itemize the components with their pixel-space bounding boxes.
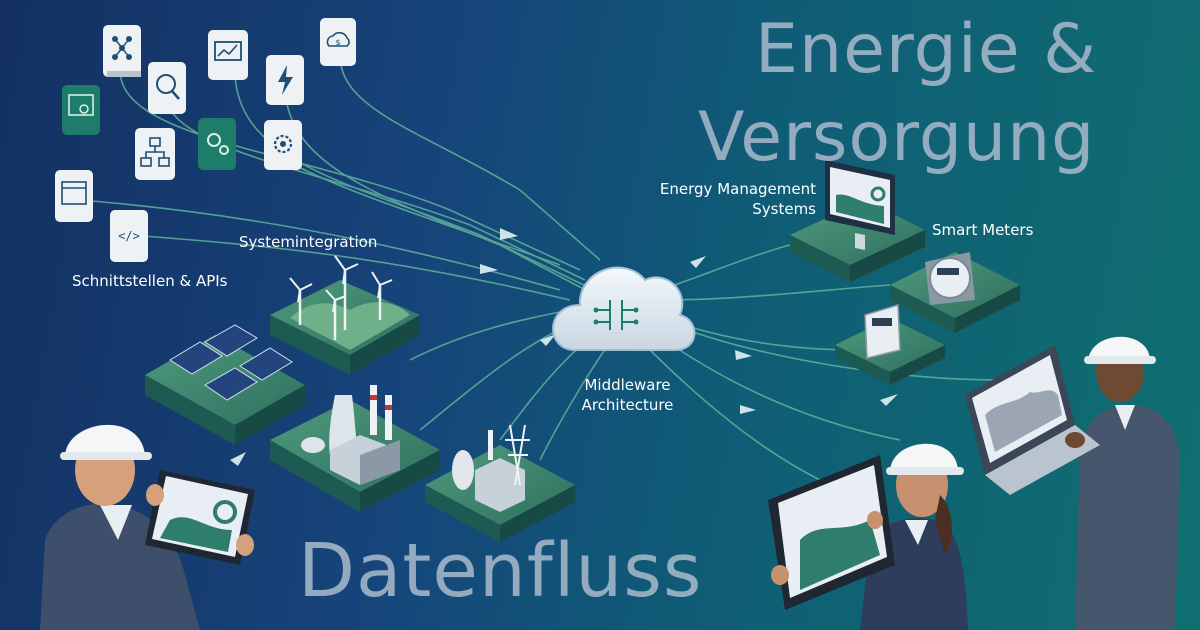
analytics-search-icon [148,62,186,114]
gear-icon [264,120,302,170]
monitor-chart-icon [208,30,248,80]
label-middleware-line2: Architecture [581,396,674,414]
hierarchy-icon [135,128,175,180]
gears-icon [198,118,236,170]
footer-title: Datenfluss [298,528,703,614]
label-ems-line1: Energy Management [659,180,816,198]
lightning-icon [266,55,304,105]
headline-line2: Versorgung [698,98,1096,177]
middleware-cloud [552,266,696,351]
label-middleware-line1: Middleware [584,376,671,394]
wind-farm [270,255,420,375]
label-integration: Systemintegration [239,233,378,251]
label-smart-meters: Smart Meters [932,221,1034,239]
network-icon [103,25,141,77]
headline-line1: Energie & [755,10,1098,89]
api-icon-tiles: $ </> [55,18,356,262]
svg-text:</>: </> [118,229,140,243]
substation [425,424,575,542]
label-apis: Schnittstellen & APIs [72,272,228,290]
ems-station [790,160,925,282]
engineer-with-tablet [40,424,255,630]
code-icon: </> [110,210,148,262]
engineer-with-laptop [965,336,1180,630]
solar-farm [145,324,305,445]
window-icon [55,170,93,222]
power-plant [270,385,440,512]
flow-arrows [230,228,898,466]
svg-text:$: $ [335,38,340,47]
browser-settings-icon [62,85,100,135]
meter-station-small [835,304,945,385]
cloud-dollar-icon: $ [320,18,356,66]
smart-meter-station [890,252,1020,333]
label-ems-line2: Systems [752,200,816,218]
engineer-woman-with-tablet [768,443,968,630]
